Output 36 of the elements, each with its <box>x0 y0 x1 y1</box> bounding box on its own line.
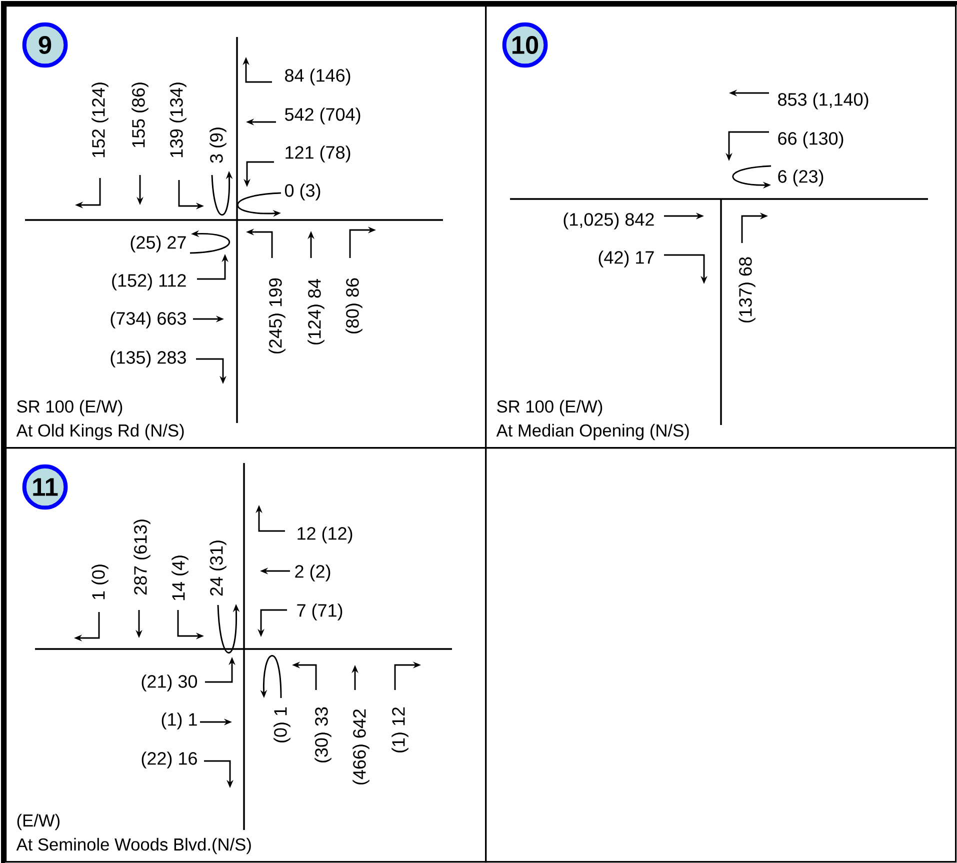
volume-label: 0 (3) <box>284 184 320 200</box>
volume-label: 7 (71) <box>297 604 342 620</box>
volume-label: (135) 283 <box>110 350 186 368</box>
volume-label: (245) 199 <box>268 278 286 354</box>
volume-label: 66 (130) <box>778 132 844 148</box>
volume-label: (137) 68 <box>738 257 756 322</box>
volume-label: 6 (23) <box>778 170 824 186</box>
volume-label: 3 (9) <box>210 128 226 163</box>
volume-label: (734) 663 <box>110 312 186 328</box>
volume-label: 287 (613) <box>134 520 150 595</box>
volume-label: (80) 86 <box>346 278 362 334</box>
volume-label: (1) 1 <box>162 712 197 730</box>
volume-label: (1,025) 842 <box>564 212 654 230</box>
volume-label: (1) 12 <box>392 707 408 752</box>
volume-label: 12 (12) <box>298 526 352 544</box>
volume-label: (466) 642 <box>352 709 370 784</box>
volume-label: (0) 1 <box>274 707 290 742</box>
volume-label: (25) 27 <box>130 236 186 252</box>
volume-label: (22) 16 <box>142 752 197 768</box>
volume-label: 1 (0) <box>92 564 108 600</box>
volume-label: (152) 112 <box>112 274 186 290</box>
panel <box>485 447 957 863</box>
volume-label: 121 (78) <box>286 146 350 162</box>
volume-label: 84 (146) <box>285 68 350 86</box>
volume-label: (30) 33 <box>314 707 332 762</box>
volume-label: 853 (1,140) <box>778 92 868 110</box>
volume-label: 542 (704) <box>284 108 360 124</box>
volume-label: (42) 17 <box>598 250 654 268</box>
volume-label: (124) 84 <box>308 279 324 344</box>
volume-label: 152 (124) <box>92 82 108 158</box>
volume-label: 2 (2) <box>295 564 330 582</box>
volume-label: 14 (4) <box>172 556 188 600</box>
volume-label: 139 (134) <box>170 82 186 158</box>
volume-label: 24 (31) <box>210 540 226 596</box>
volume-label: (21) 30 <box>142 674 197 692</box>
volume-label: 155 (86) <box>132 82 148 148</box>
